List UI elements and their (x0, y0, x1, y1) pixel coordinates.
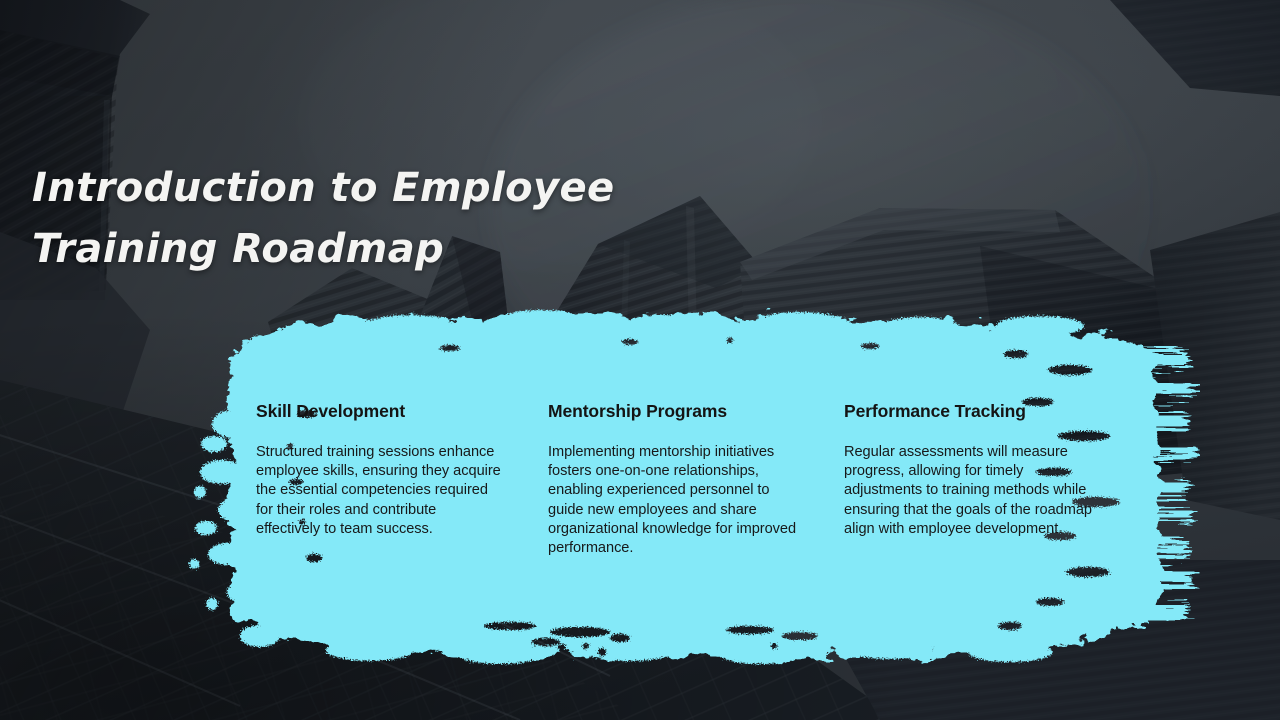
column-mentorship-programs: Mentorship Programs Implementing mentors… (548, 400, 800, 558)
column-heading-skill-development: Skill Development (256, 401, 406, 421)
slide-title: Introduction to Employee Training Roadma… (32, 165, 615, 272)
column-body-performance-tracking: Regular assessments will measure progres… (844, 444, 1092, 537)
content-columns: Skill Development Structured training se… (256, 400, 1136, 558)
cyan-paint-splash-shape (110, 296, 1200, 682)
column-performance-tracking: Performance Tracking Regular assessments… (844, 400, 1092, 539)
column-skill-development: Skill Development Structured training se… (256, 400, 504, 539)
column-heading-performance-tracking: Performance Tracking (844, 401, 1026, 421)
column-body-skill-development: Structured training sessions enhance emp… (256, 444, 501, 537)
column-heading-mentorship-programs: Mentorship Programs (548, 401, 727, 421)
column-body-mentorship-programs: Implementing mentorship initiatives fost… (548, 444, 797, 557)
